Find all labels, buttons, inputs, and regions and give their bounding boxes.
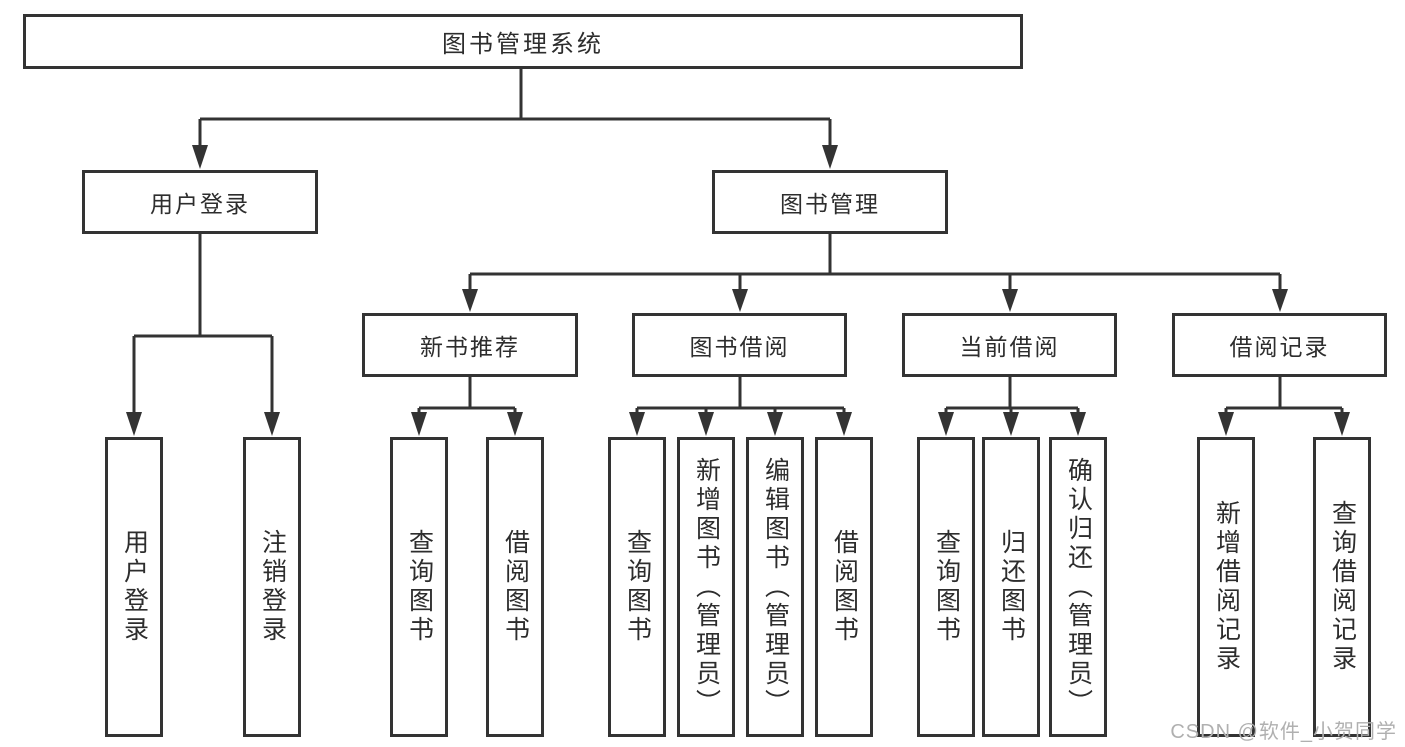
leaf-return-books: 归还图书 — [982, 437, 1040, 737]
leaf-confirm-return-admin: 确认归还（管理员） — [1049, 437, 1107, 737]
leaf-user-login: 用户登录 — [105, 437, 163, 737]
leaf-add-borrow-record: 新增借阅记录 — [1197, 437, 1255, 737]
leaf-logout: 注销登录 — [243, 437, 301, 737]
node-current-borrowing: 当前借阅 — [902, 313, 1117, 377]
node-book-borrowing: 图书借阅 — [632, 313, 847, 377]
node-new-book-recommend: 新书推荐 — [362, 313, 578, 377]
csdn-watermark: CSDN @软件_小贺同学 — [1170, 721, 1397, 743]
leaf-add-books-admin: 新增图书（管理员） — [677, 437, 735, 737]
leaf-query-books-borrowing: 查询图书 — [608, 437, 666, 737]
node-user-login: 用户登录 — [82, 170, 318, 234]
node-book-management: 图书管理 — [712, 170, 948, 234]
node-library-management-system: 图书管理系统 — [23, 14, 1023, 69]
leaf-query-borrow-record: 查询借阅记录 — [1313, 437, 1371, 737]
leaf-borrow-books-borrowing: 借阅图书 — [815, 437, 873, 737]
leaf-query-books-recommend: 查询图书 — [390, 437, 448, 737]
node-borrowing-records: 借阅记录 — [1172, 313, 1387, 377]
leaf-query-books-current: 查询图书 — [917, 437, 975, 737]
arrowheads — [126, 145, 1350, 436]
leaf-edit-books-admin: 编辑图书（管理员） — [746, 437, 804, 737]
leaf-borrow-books-recommend: 借阅图书 — [486, 437, 544, 737]
